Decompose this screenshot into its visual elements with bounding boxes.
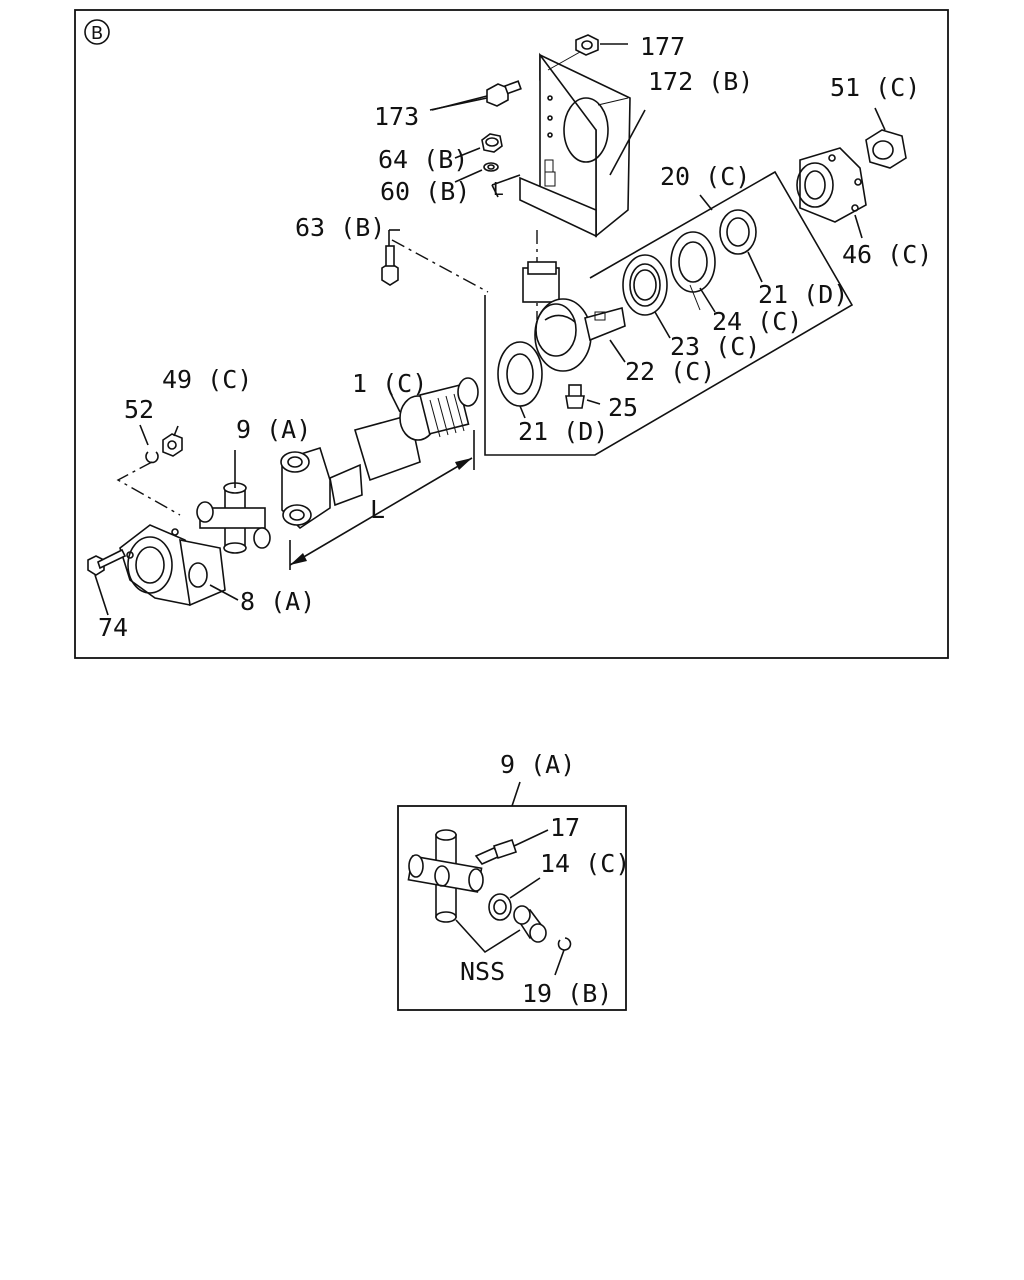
label-74: 74 <box>98 613 128 642</box>
label-17: 17 <box>550 813 580 842</box>
bracket-172-drawing <box>491 52 631 238</box>
label-63-b: 63 (B) <box>295 213 385 242</box>
seal-14-drawing <box>488 877 541 921</box>
nut-51-drawing <box>865 107 907 169</box>
ring-52-nut-49-drawing <box>139 424 183 464</box>
bolt-63-drawing <box>381 229 400 286</box>
leader-172-tick <box>597 97 629 106</box>
label-19-b: 19 (B) <box>522 979 612 1008</box>
leader-24 <box>689 284 701 311</box>
detail-title-leader <box>511 781 521 807</box>
grease-nipple-25-drawing <box>565 384 601 409</box>
label-dimension-l: L <box>370 495 385 524</box>
group-20-enclosure <box>484 170 854 456</box>
dimension-l-drawing <box>289 430 475 570</box>
label-172-b: 172 (B) <box>648 67 753 96</box>
label-173: 173 <box>374 102 419 131</box>
label-bracket-l: L <box>493 179 503 200</box>
label-9-a: 9 (A) <box>236 415 311 444</box>
label-51-c: 51 (C) <box>830 73 920 102</box>
nut-64-washer-60-drawing <box>454 133 503 183</box>
seal-21d-right-drawing <box>719 209 763 283</box>
label-49-c: 49 (C) <box>162 365 252 394</box>
dashed-line-52 <box>116 461 181 516</box>
label-177: 177 <box>640 32 685 61</box>
label-24-c: 24 (C) <box>712 307 802 336</box>
bearing-23-drawing <box>622 254 671 339</box>
view-marker: B <box>84 19 110 45</box>
label-20-c: 20 (C) <box>660 162 750 191</box>
label-1-c: 1 (C) <box>352 369 427 398</box>
detail-diagram-frame <box>397 805 627 1011</box>
shaft-1-drawing <box>353 377 479 482</box>
grease-fitting-17-drawing <box>474 829 549 865</box>
label-46-c: 46 (C) <box>842 240 932 269</box>
flange-yoke-8-drawing <box>119 524 239 607</box>
label-52: 52 <box>124 395 154 424</box>
spider-cross-drawing <box>407 829 484 923</box>
universal-joint-9-drawing <box>196 450 271 554</box>
label-60-b: 60 (B) <box>380 177 470 206</box>
label-nss: NSS <box>460 957 505 986</box>
label-8-a: 8 (A) <box>240 587 315 616</box>
label-14-c: 14 (C) <box>540 849 630 878</box>
label-21-d-left: 21 (D) <box>518 417 608 446</box>
detail-title-9-a: 9 (A) <box>500 750 575 779</box>
label-64-b: 64 (B) <box>378 145 468 174</box>
bearing-cup-drawing <box>513 905 547 943</box>
slinger-24-drawing <box>670 231 716 313</box>
nss-bracket-lines <box>455 919 521 954</box>
flange-46-drawing <box>796 147 867 239</box>
seal-21d-left-drawing <box>497 341 543 419</box>
nut-177-drawing <box>547 34 628 71</box>
dashed-line-63 <box>391 239 489 293</box>
leader-172 <box>609 109 646 176</box>
label-21-d-right: 21 (D) <box>758 280 848 309</box>
snap-ring-19-drawing <box>554 937 572 976</box>
center-bearing-22-drawing <box>522 261 626 372</box>
label-25: 25 <box>608 393 638 422</box>
label-22-c: 22 (C) <box>625 357 715 386</box>
leader-173 <box>431 95 488 111</box>
bolt-173-drawing <box>429 80 522 111</box>
leader-22 <box>609 339 626 363</box>
bolt-74-drawing <box>87 548 127 616</box>
label-23-c: 23 (C) <box>670 332 760 361</box>
view-marker-letter: B <box>91 23 103 44</box>
main-diagram-frame <box>74 9 949 659</box>
slip-yoke-drawing <box>280 446 363 530</box>
